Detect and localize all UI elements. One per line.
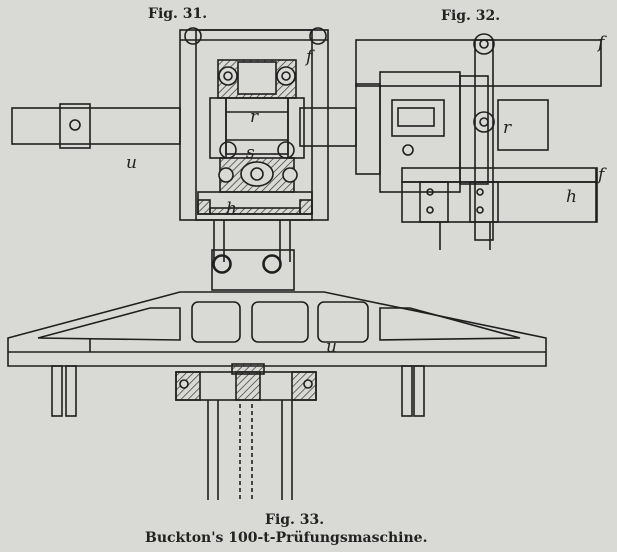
fig31-label-h: h xyxy=(226,199,237,219)
fig32-label-r: r xyxy=(503,118,512,138)
fig31-drawing xyxy=(11,27,357,274)
fig32-drawing xyxy=(355,33,602,250)
fig31-label-s: s xyxy=(246,143,255,163)
fig31-label-r: r xyxy=(250,107,259,127)
fig32-label-h: h xyxy=(566,187,577,207)
fig31-label-u: u xyxy=(126,153,137,173)
figure-title: Buckton's 100-t-Prüfungsmaschine. xyxy=(145,530,428,546)
fig31-caption: Fig. 31. xyxy=(148,6,208,22)
fig32-label-f-top: f xyxy=(596,33,607,53)
fig31-label-f: f xyxy=(304,47,315,67)
fig32-label-f-bottom: f xyxy=(596,165,607,185)
fig33-drawing xyxy=(7,249,547,500)
fig32-caption: Fig. 32. xyxy=(441,8,501,24)
fig33-caption: Fig. 33. xyxy=(265,512,325,528)
fig33-label-u: u xyxy=(326,337,337,357)
